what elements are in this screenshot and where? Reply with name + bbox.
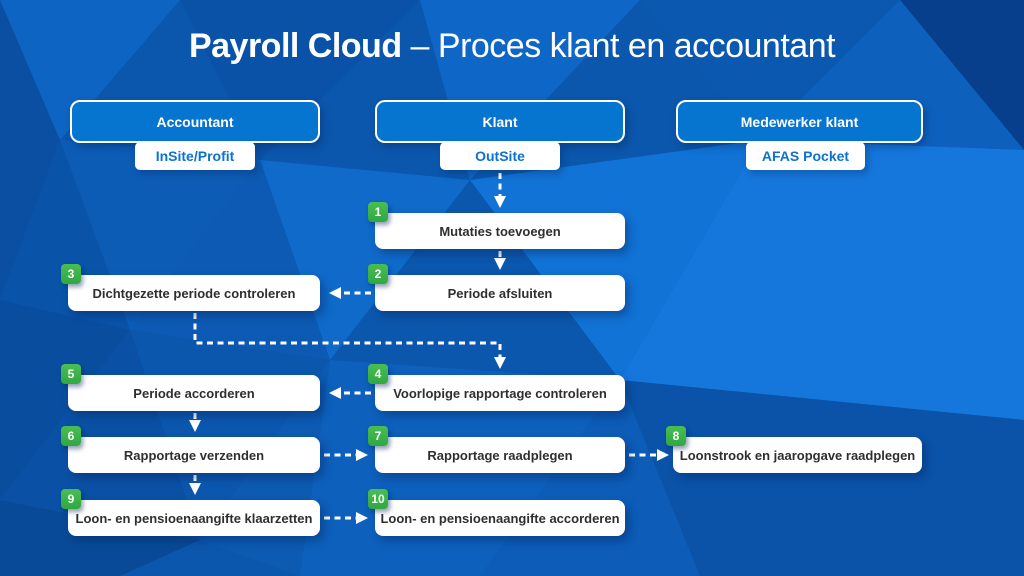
flow-box-loon-en-pensioenaangifte-accorderen: 10 Loon- en pensioenaangifte accorderen bbox=[368, 489, 625, 536]
tool-label-insite-profit: InSite/Profit bbox=[135, 142, 255, 170]
flow-box-label: Rapportage verzenden bbox=[123, 447, 265, 463]
flow-box-label: Periode accorderen bbox=[133, 385, 255, 401]
step-badge: 8 bbox=[666, 426, 686, 446]
tool-label-text: AFAS Pocket bbox=[761, 148, 850, 164]
flow-box-label: Loon- en pensioenaangifte klaarzetten bbox=[75, 510, 313, 526]
tool-label-outsite: OutSite bbox=[440, 142, 560, 170]
title-brand: Payroll Cloud bbox=[188, 27, 402, 65]
step-badge: 3 bbox=[61, 264, 81, 284]
flow-box-periode-accorderen: 5 Periode accorderen bbox=[61, 364, 320, 411]
flow-box-label: Voorlopige rapportage controleren bbox=[393, 385, 607, 401]
column-header-label: Klant bbox=[482, 113, 518, 130]
flow-box-dichtgezette-periode-controleren: 3 Dichtgezette periode controleren bbox=[61, 264, 320, 311]
flow-box-voorlopige-rapportage-controleren: 4 Voorlopige rapportage controleren bbox=[368, 364, 625, 411]
flow-box-rapportage-raadplegen: 7 Rapportage raadplegen bbox=[368, 426, 625, 473]
step-badge: 9 bbox=[61, 489, 81, 509]
step-badge: 5 bbox=[61, 364, 81, 384]
flow-box-loonstrook-en-jaaropgave-raadplegen: 8 Loonstrook en jaaropgave raadplegen bbox=[666, 426, 922, 473]
flow-box-rapportage-verzenden: 6 Rapportage verzenden bbox=[61, 426, 320, 473]
step-badge: 2 bbox=[368, 264, 388, 284]
step-badge: 6 bbox=[61, 426, 81, 446]
flow-box-label: Dichtgezette periode controleren bbox=[92, 285, 296, 301]
tool-label-text: InSite/Profit bbox=[155, 148, 235, 164]
flow-box-label: Mutaties toevoegen bbox=[439, 223, 561, 239]
column-header-label: Medewerker klant bbox=[740, 113, 859, 130]
step-badge: 7 bbox=[368, 426, 388, 446]
column-header-klant: Klant bbox=[375, 100, 625, 143]
flow-box-label: Loonstrook en jaaropgave raadplegen bbox=[679, 447, 916, 463]
step-badge: 4 bbox=[368, 364, 388, 384]
column-header-medewerker-klant: Medewerker klant bbox=[676, 100, 923, 143]
flow-box-mutaties-toevoegen: 1 Mutaties toevoegen bbox=[368, 202, 625, 249]
page-title: Payroll Cloud – Proces klant en accounta… bbox=[0, 27, 1024, 66]
flow-box-label: Loon- en pensioenaangifte accorderen bbox=[380, 510, 620, 526]
flow-box-label: Rapportage raadplegen bbox=[427, 447, 573, 463]
flow-box-periode-afsluiten: 2 Periode afsluiten bbox=[368, 264, 625, 311]
flow-box-loon-en-pensioenaangifte-klaarzetten: 9 Loon- en pensioenaangifte klaarzetten bbox=[61, 489, 320, 536]
step-badge: 1 bbox=[368, 202, 388, 222]
column-header-label: Accountant bbox=[156, 113, 234, 130]
step-badge: 10 bbox=[368, 489, 388, 509]
column-header-accountant: Accountant bbox=[70, 100, 320, 143]
tool-label-text: OutSite bbox=[475, 148, 525, 164]
title-subtitle: – Proces klant en accountant bbox=[410, 27, 836, 65]
tool-label-afas-pocket: AFAS Pocket bbox=[746, 142, 865, 170]
flow-box-label: Periode afsluiten bbox=[447, 285, 553, 301]
